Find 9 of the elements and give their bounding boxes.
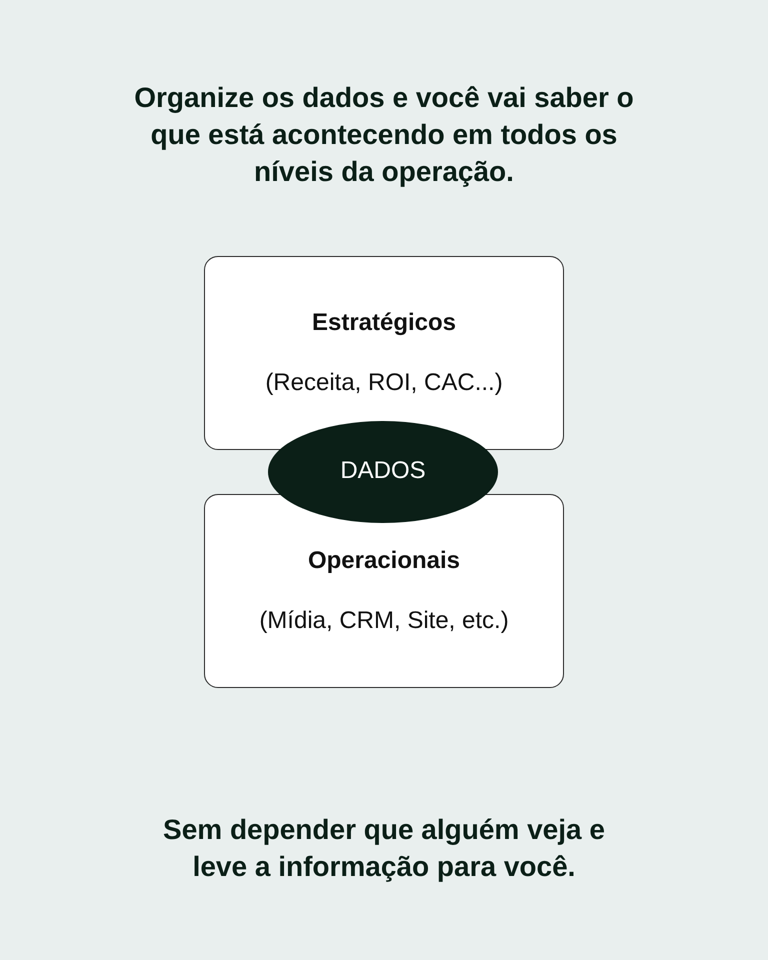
card-detail: (Mídia, CRM, Site, etc.): [259, 607, 509, 634]
card-heading: Operacionais: [308, 547, 460, 574]
info-card: [204, 256, 564, 450]
info-card: [204, 494, 564, 688]
card-heading: Estratégicos: [312, 309, 456, 336]
page-caption: Sem depender que alguém veja e leve a informação para você.: [162, 813, 606, 884]
center-label: DADOS: [340, 457, 426, 484]
page-title: Organize os dados e você vai saber o que está acontecendo em todos os níveis da operação.: [133, 81, 635, 189]
card-detail: (Receita, ROI, CAC...): [265, 369, 503, 396]
